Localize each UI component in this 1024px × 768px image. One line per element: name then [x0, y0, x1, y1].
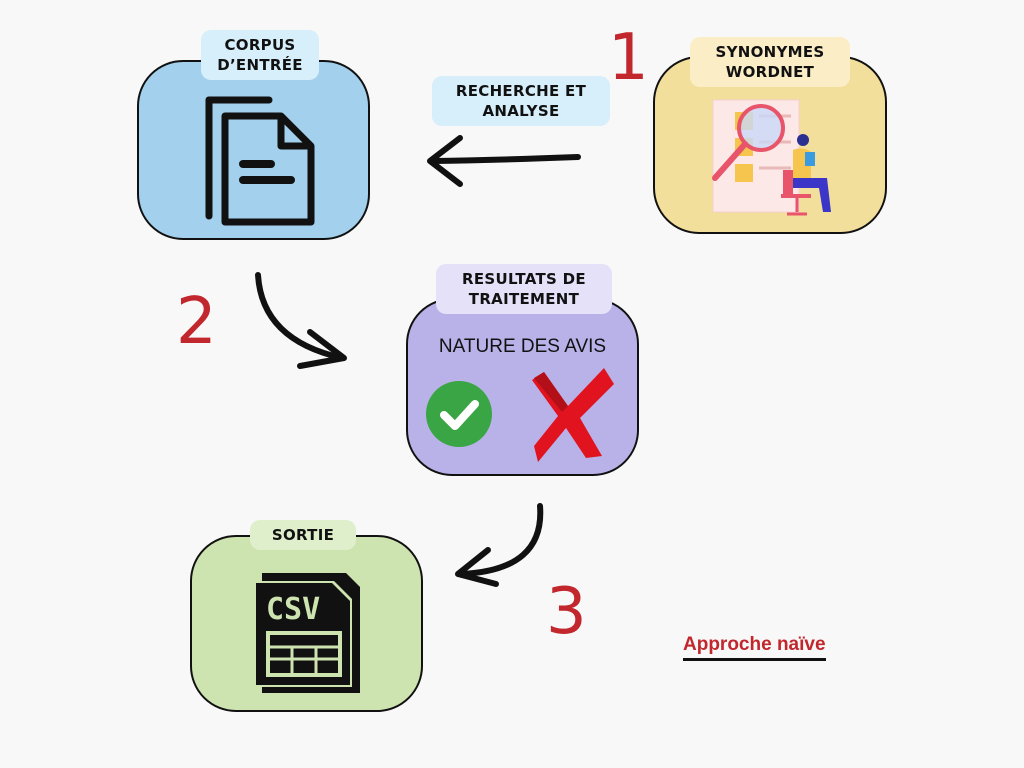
output-box: CSV [190, 535, 423, 712]
magnifier-person-icon [712, 99, 831, 216]
document-icon [205, 96, 315, 226]
check-circle-icon [426, 381, 492, 447]
step-3: 3 [546, 575, 587, 649]
step-1: 1 [608, 21, 649, 95]
results-box: NATURE DES AVIS [406, 298, 639, 476]
output-tag: SORTIE [250, 520, 356, 550]
csv-file-icon: CSV [254, 573, 360, 693]
results-tag: RESULTATS DE TRAITEMENT [436, 264, 612, 314]
approach-caption: Approche naïve [683, 634, 826, 661]
csv-label: CSV [266, 592, 320, 627]
search-tag: RECHERCHE ET ANALYSE [432, 76, 610, 126]
corpus-tag: CORPUS D’ENTRÉE [201, 30, 319, 80]
step-2: 2 [176, 285, 217, 359]
red-cross-icon [532, 368, 614, 462]
nature-title: NATURE DES AVIS [438, 336, 607, 357]
wordnet-box [653, 56, 887, 234]
corpus-box [137, 60, 370, 240]
wordnet-tag: SYNONYMES WORDNET [690, 37, 850, 87]
